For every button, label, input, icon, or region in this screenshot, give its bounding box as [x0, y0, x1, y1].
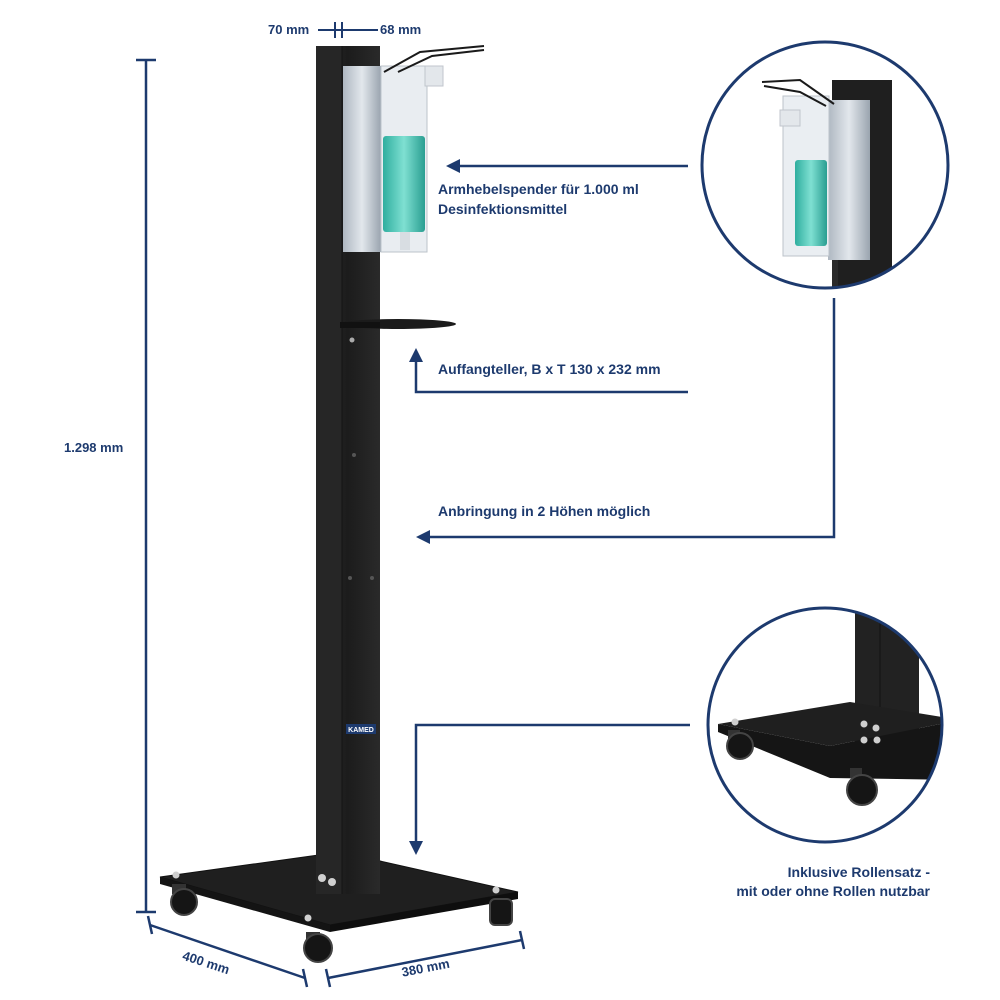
arm-lever-dispenser: [380, 45, 485, 253]
casters-label-line2: mit oder ohne Rollen nutzbar: [736, 883, 930, 899]
brand-plate-text: KAMED: [348, 727, 374, 734]
caster-wheel: [303, 932, 333, 963]
dispenser-label-line1: Armhebelspender für 1.000 ml: [438, 181, 639, 197]
dispenser-back-plate: [343, 66, 381, 252]
casters-callout-arrow: [409, 723, 690, 855]
dispenser-stand: KAMED: [159, 45, 519, 963]
width-left-label: 70 mm: [268, 22, 310, 37]
casters-label-line1: Inklusive Rollensatz -: [787, 864, 930, 880]
drip-tray-callout-arrow: [409, 348, 688, 394]
top-width-dimension: [318, 22, 378, 38]
caster-wheel: [489, 898, 513, 926]
brand-plate: [346, 724, 376, 734]
height-label: 1.298 mm: [64, 440, 124, 455]
height-dimension-line: [136, 58, 156, 914]
casters-detail-zoom: [706, 606, 944, 844]
dispenser-callout-arrow: [446, 159, 688, 173]
drip-tray-label: Auffangteller, B x T 130 x 232 mm: [438, 361, 661, 377]
width-right-label: 68 mm: [380, 22, 422, 37]
base-width-dimension-line: [324, 930, 526, 988]
mounting-label: Anbringung in 2 Höhen möglich: [438, 503, 651, 519]
caster-wheel: [170, 884, 198, 916]
dispenser-detail-zoom: [700, 40, 950, 290]
mounting-callout-arrow: [416, 298, 836, 544]
depth-dimension-line: [146, 915, 309, 988]
dispenser-label-line2: Desinfektionsmittel: [438, 201, 568, 217]
